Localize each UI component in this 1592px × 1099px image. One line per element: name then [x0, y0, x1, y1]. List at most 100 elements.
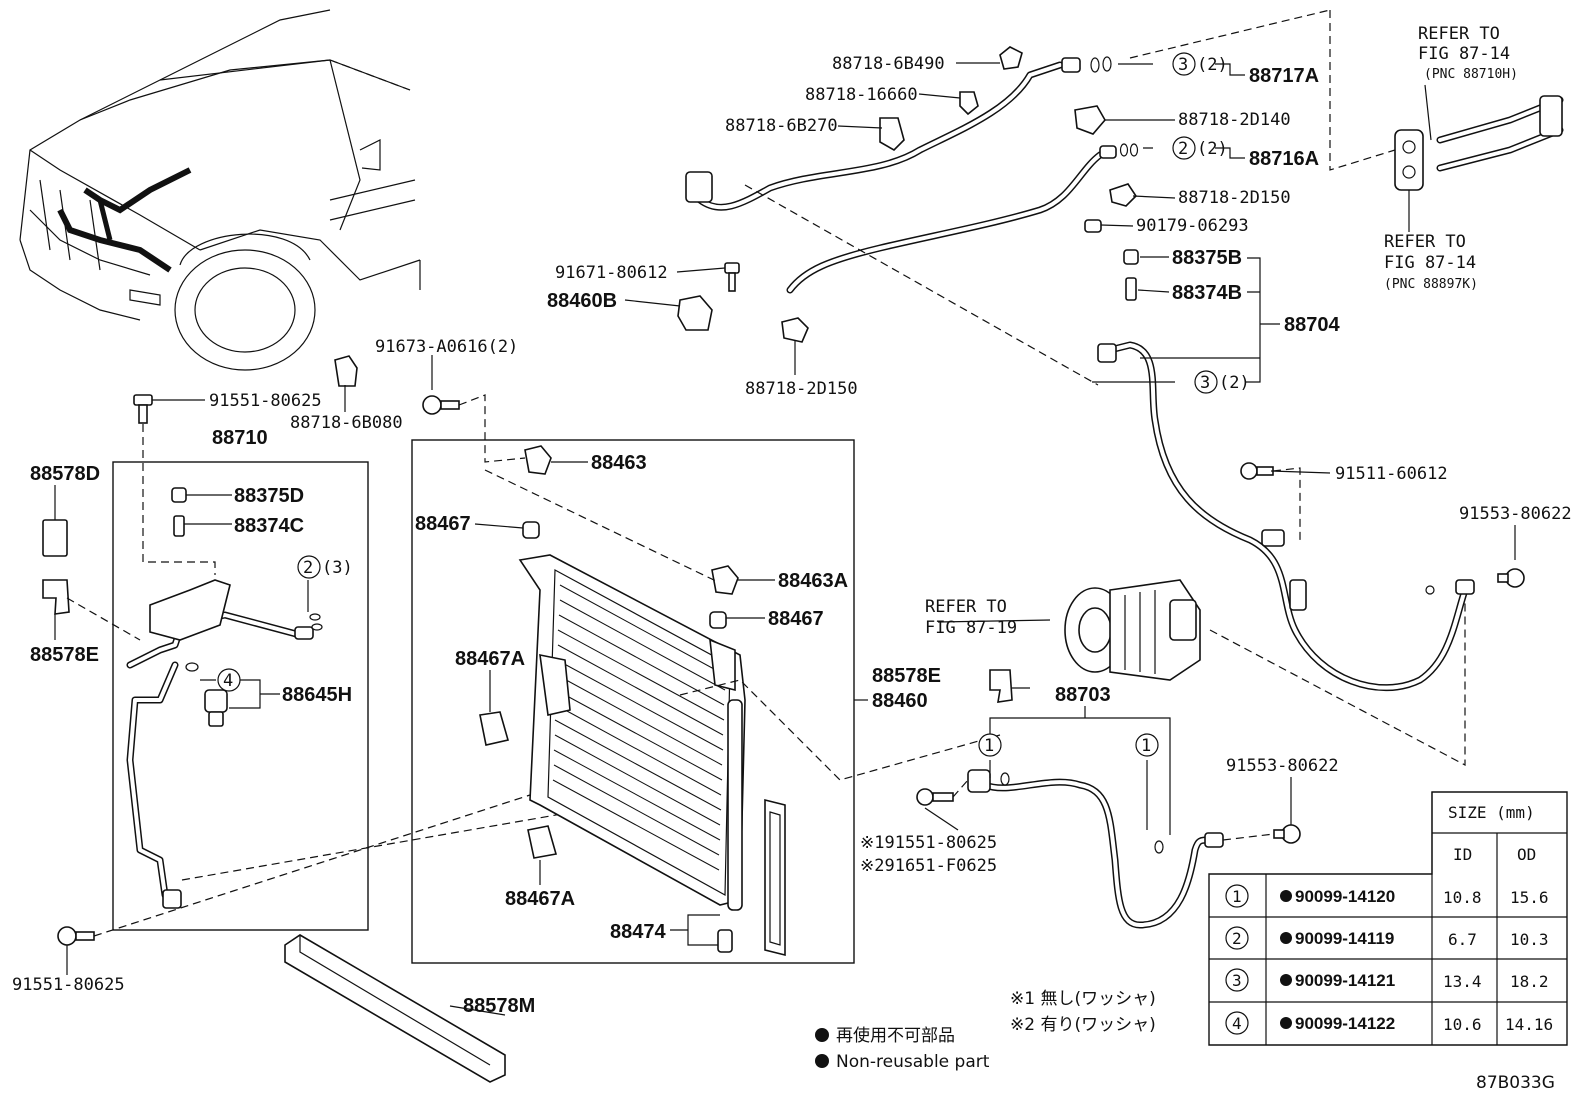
dash-compressor-right: [1209, 600, 1466, 766]
clip-88718-6B080: [334, 355, 358, 387]
clip-88718-6B490: [999, 46, 1023, 70]
callout-2-left: 2 (3): [297, 555, 353, 579]
callout-1-right: 1: [1135, 733, 1159, 757]
condenser-88460: [518, 554, 746, 911]
hose-88716A: [786, 143, 1139, 294]
leader-lines: [54, 62, 1516, 1016]
label-88718-16660: 88718-16660: [805, 85, 918, 105]
svg-text:(3): (3): [322, 558, 353, 578]
clip-88718-2D140: [1074, 105, 1106, 135]
label-91673-A0616: 91673-A0616(2): [375, 337, 518, 357]
core-88374C: [173, 515, 185, 537]
table-row: 1 90099-14120 10.8 15.6: [1225, 884, 1549, 908]
dash-91673: [458, 394, 526, 463]
condenser-fins: [552, 584, 726, 871]
bolt-91551-80625-mid: [916, 788, 954, 806]
svg-text:90099-14119: 90099-14119: [1295, 929, 1394, 948]
label-88375B: 88375B: [1172, 247, 1242, 269]
svg-text:2: 2: [1232, 929, 1242, 948]
ref-dash-top: [1329, 10, 1396, 171]
clip-88718-2D150-a: [1109, 183, 1138, 207]
svg-text:2: 2: [303, 558, 313, 578]
svg-text:3: 3: [1200, 373, 1210, 393]
refer2-line2: FIG 87-14: [1384, 253, 1476, 273]
legend-nonreuse-jp: 再使用不可部品: [836, 1025, 955, 1046]
label-88467-b: 88467: [768, 608, 824, 630]
label-88718-6B080: 88718-6B080: [290, 413, 403, 433]
bracket-88460B: [677, 295, 713, 331]
core-88374B: [1125, 277, 1137, 301]
box-88460: [411, 439, 855, 964]
svg-text:4: 4: [223, 671, 233, 691]
bolt-91671-80612: [724, 262, 740, 292]
bracket-88463: [524, 445, 552, 475]
svg-text:1: 1: [1141, 736, 1151, 756]
svg-text:4: 4: [1232, 1014, 1242, 1033]
vehicle-ac-lines: [57, 167, 192, 273]
clip-88718-16660: [959, 91, 979, 116]
label-88578D: 88578D: [30, 463, 100, 485]
svg-text:13.4: 13.4: [1443, 972, 1482, 991]
hose-88704: [1097, 341, 1475, 692]
label-88463A: 88463A: [778, 570, 848, 592]
refer1-line3: (PNC 88710H): [1424, 67, 1518, 82]
label-88703: 88703: [1055, 684, 1111, 706]
bolt-91551-80625-bottom: [57, 926, 95, 946]
refer2-line3: (PNC 88897K): [1384, 277, 1478, 292]
svg-text:90099-14120: 90099-14120: [1295, 887, 1395, 906]
svg-text:1: 1: [1232, 887, 1242, 906]
bolt-91553-80622-b: [1273, 824, 1301, 844]
clip-88578E-right: [989, 669, 1013, 703]
svg-text:10.3: 10.3: [1510, 930, 1549, 949]
label-88718-6B490: 88718-6B490: [832, 54, 945, 74]
label-note2: ※291651-F0625: [860, 856, 997, 876]
label-88718-2D150-b: 88718-2D150: [745, 379, 858, 399]
dash-91553-b: [1222, 833, 1275, 841]
label-88718-2D150-a: 88718-2D150: [1178, 188, 1291, 208]
label-91553-80622-b: 91553-80622: [1226, 756, 1339, 776]
nut-90179-06293: [1084, 219, 1102, 233]
legend-washer1: ※1 無し(ワッシャ): [1010, 989, 1156, 1009]
table-row: 3 90099-14121 13.4 18.2: [1225, 968, 1549, 992]
svg-text:3: 3: [1232, 971, 1242, 990]
svg-text:18.2: 18.2: [1510, 972, 1549, 991]
bolt-91673-A0616: [422, 395, 460, 415]
label-88718-2D140: 88718-2D140: [1178, 110, 1291, 130]
table-col-id: ID: [1453, 845, 1472, 864]
callout-4-left: 4: [217, 668, 241, 692]
label-88374C: 88374C: [234, 515, 304, 537]
size-table: SIZE (mm) ID OD 1 90099-14120 10.8 15.6 …: [1208, 791, 1568, 1046]
label-88578E-right: 88578E: [872, 665, 941, 687]
legend: ※1 無し(ワッシャ) ※2 有り(ワッシャ) 再使用不可部品 Non-reus…: [815, 989, 1555, 1093]
label-88460B: 88460B: [547, 290, 617, 312]
o-ring-small-a: [1425, 585, 1435, 595]
svg-text:10.6: 10.6: [1443, 1015, 1482, 1034]
svg-text:(2): (2): [1219, 373, 1250, 393]
bolt-91551-80625-top: [133, 394, 153, 424]
label-88460: 88460: [872, 690, 928, 712]
part-labels: 88718-6B490 88718-16660 88718-6B270 8871…: [12, 24, 1572, 1017]
refer2-line1: REFER TO: [1384, 232, 1466, 252]
dash-88463-88463A: [484, 469, 719, 583]
svg-text:(2): (2): [1197, 139, 1228, 159]
callout-1-left: 1: [978, 733, 1002, 757]
dash-left-3: [93, 794, 531, 937]
dash-91551-mid: [952, 779, 969, 798]
cushion-88467A-a: [479, 711, 510, 746]
label-88467A-b: 88467A: [505, 888, 575, 910]
figure-code: 87B033G: [1476, 1073, 1555, 1093]
refer3-line1: REFER TO: [925, 597, 1007, 617]
label-91511-60612: 91511-60612: [1335, 464, 1448, 484]
bracket-88463A: [711, 565, 739, 595]
label-88474: 88474: [610, 921, 666, 943]
label-88718-6B270: 88718-6B270: [725, 116, 838, 136]
clip-88718-6B270: [879, 117, 905, 151]
cushion-88578E-left: [42, 579, 70, 615]
svg-text:14.16: 14.16: [1505, 1015, 1553, 1034]
table-title: SIZE (mm): [1448, 803, 1535, 822]
svg-text:1: 1: [984, 736, 994, 756]
callout-3-top: 3 (2): [1172, 52, 1228, 76]
callout-2-top: 2 (2): [1172, 136, 1228, 160]
label-91671-80612: 91671-80612: [555, 263, 668, 283]
